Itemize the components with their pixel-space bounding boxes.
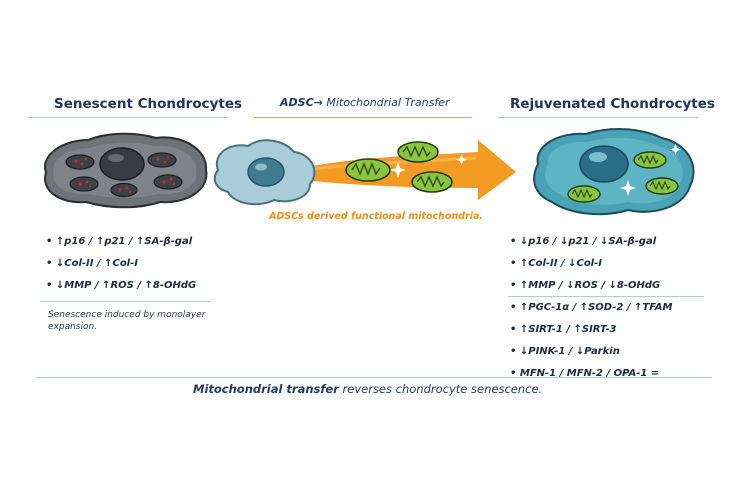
right-marker-list-primary: • ↓p16 / ↓p21 / ↓SA-β-gal • ↑Col-II / ↓C… bbox=[510, 231, 660, 297]
left-marker-item: • ↓MMP / ↑ROS / ↑8-OHdG bbox=[46, 280, 197, 291]
footer-divider bbox=[36, 377, 712, 378]
left-marker-item: • ↑p16 / ↑p21 / ↑SA-β-gal bbox=[46, 236, 193, 247]
transfer-arrow bbox=[302, 140, 516, 200]
middle-title-strong: ADSC→ bbox=[280, 96, 323, 109]
mitochondrial-transfer-illustration bbox=[213, 139, 516, 206]
right-marker-list-mitochondrial: • ↑PGC-1α / ↑SOD-2 / ↑TFAM • ↑SIRT-1 / ↑… bbox=[510, 297, 672, 385]
left-note: Senescence induced by monolayer expansio… bbox=[48, 310, 206, 332]
ros-dots-icon bbox=[74, 155, 176, 194]
right-marker-item: • MFN-1 / MFN-2 / OPA-1 = bbox=[510, 368, 660, 379]
middle-title-rest: Mitochondrial Transfer bbox=[322, 96, 450, 109]
right-marker-item: • ↑PGC-1α / ↑SOD-2 / ↑TFAM bbox=[510, 302, 673, 313]
right-marker-item: • ↑SIRT-1 / ↑SIRT-3 bbox=[510, 324, 617, 335]
sparkle-icon bbox=[390, 154, 467, 178]
damaged-mitochondrion bbox=[65, 152, 183, 198]
healthy-mitochondrion bbox=[345, 141, 453, 193]
senescent-nucleus bbox=[99, 147, 145, 181]
adsc-nucleus bbox=[247, 157, 285, 187]
footer-strong: Mitochondrial transfer bbox=[193, 382, 339, 396]
middle-caption: ADSCs derived functional mitochondria. bbox=[269, 211, 483, 222]
left-heading-rule bbox=[28, 117, 228, 118]
middle-title: ADSC→ Mitochondrial Transfer bbox=[280, 96, 450, 109]
right-divider bbox=[508, 296, 704, 297]
healthy-mitochondrion bbox=[567, 151, 679, 203]
left-marker-list: • ↑p16 / ↑p21 / ↑SA-β-gal • ↓Col-II / ↑C… bbox=[46, 231, 196, 297]
left-heading: Senescent Chondrocytes bbox=[54, 96, 243, 112]
middle-title-rule bbox=[254, 117, 472, 118]
right-marker-item: • ↑MMP / ↓ROS / ↓8-OHdG bbox=[510, 280, 661, 291]
sparkle-icon bbox=[620, 144, 681, 196]
footer-conclusion: Mitochondrial transfer reverses chondroc… bbox=[193, 382, 542, 396]
right-heading-rule bbox=[498, 117, 698, 118]
rejuvenated-nucleus bbox=[579, 145, 629, 183]
right-marker-item: • ↑Col-II / ↓Col-I bbox=[510, 258, 602, 269]
senescent-chondrocyte-illustration bbox=[44, 132, 208, 209]
right-marker-item: • ↓p16 / ↓p21 / ↓SA-β-gal bbox=[510, 236, 657, 247]
footer-rest: reverses chondrocyte senescence. bbox=[338, 382, 543, 396]
left-divider bbox=[40, 301, 210, 302]
left-marker-item: • ↓Col-II / ↑Col-I bbox=[46, 258, 138, 269]
right-marker-item: • ↓PINK-1 / ↓Parkin bbox=[510, 346, 620, 357]
rejuvenated-chondrocyte-illustration bbox=[533, 128, 695, 216]
right-heading: Rejuvenated Chondrocytes bbox=[510, 96, 715, 112]
